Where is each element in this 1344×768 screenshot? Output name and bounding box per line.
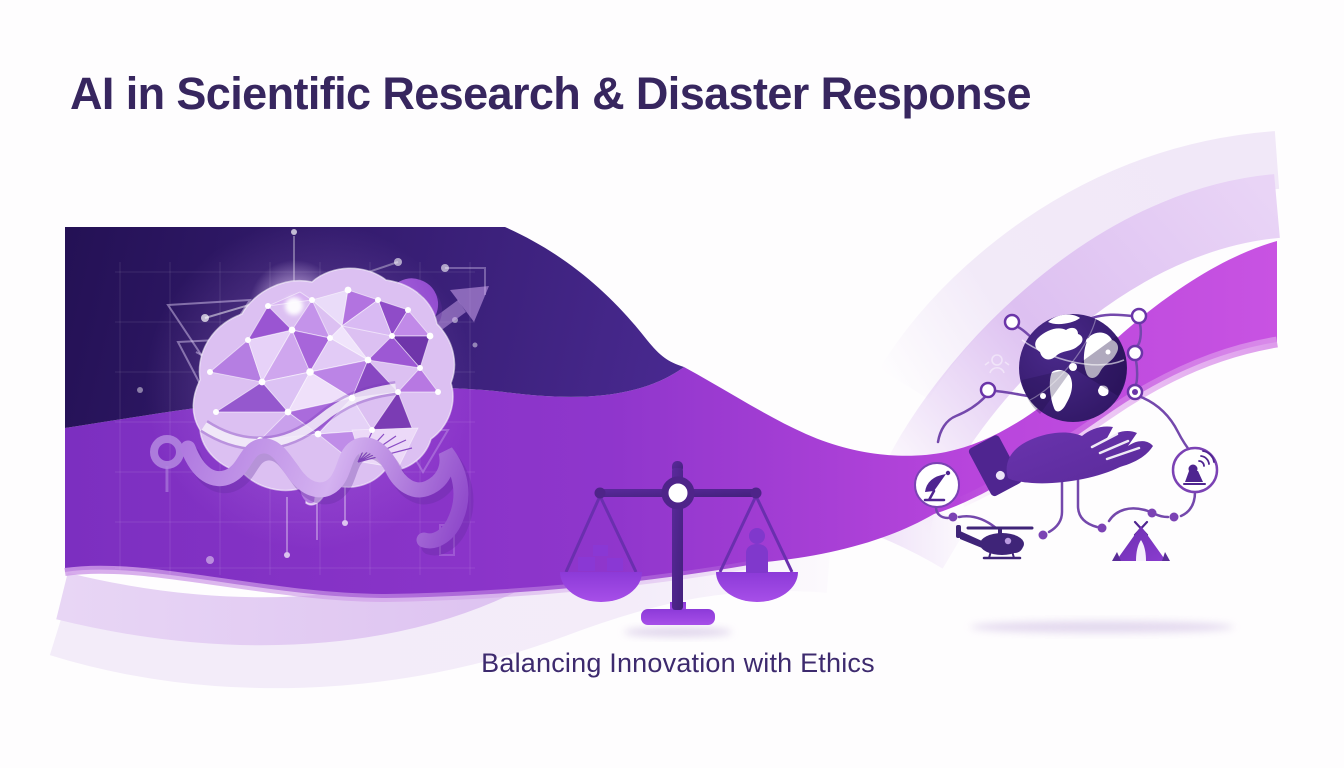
- dna-helix-ribbon-icon-2: [180, 437, 474, 556]
- tent-icon: [1112, 520, 1170, 561]
- globe-icon: [1019, 314, 1127, 422]
- network-lines: [934, 313, 1197, 534]
- network-node-icon: [948, 307, 1179, 540]
- person-icon: [746, 528, 768, 573]
- brain-swoosh: [201, 383, 397, 448]
- scale-right-pan: [716, 572, 798, 602]
- scale-left-pan: [560, 572, 642, 602]
- blocks-icon: [578, 545, 623, 571]
- satellite-dish-icon: [914, 462, 960, 508]
- balance-scale-icon: [560, 461, 798, 637]
- helping-hand-icon: [968, 426, 1153, 497]
- disaster-response-scene: [914, 307, 1234, 633]
- caption-text: Balancing Innovation with Ethics: [481, 648, 875, 678]
- page-title: AI in Scientific Research & Disaster Res…: [70, 68, 1031, 119]
- radio-signal-icon: [1171, 446, 1219, 494]
- person-sketch: [984, 354, 1010, 374]
- helicopter-icon: [956, 525, 1034, 560]
